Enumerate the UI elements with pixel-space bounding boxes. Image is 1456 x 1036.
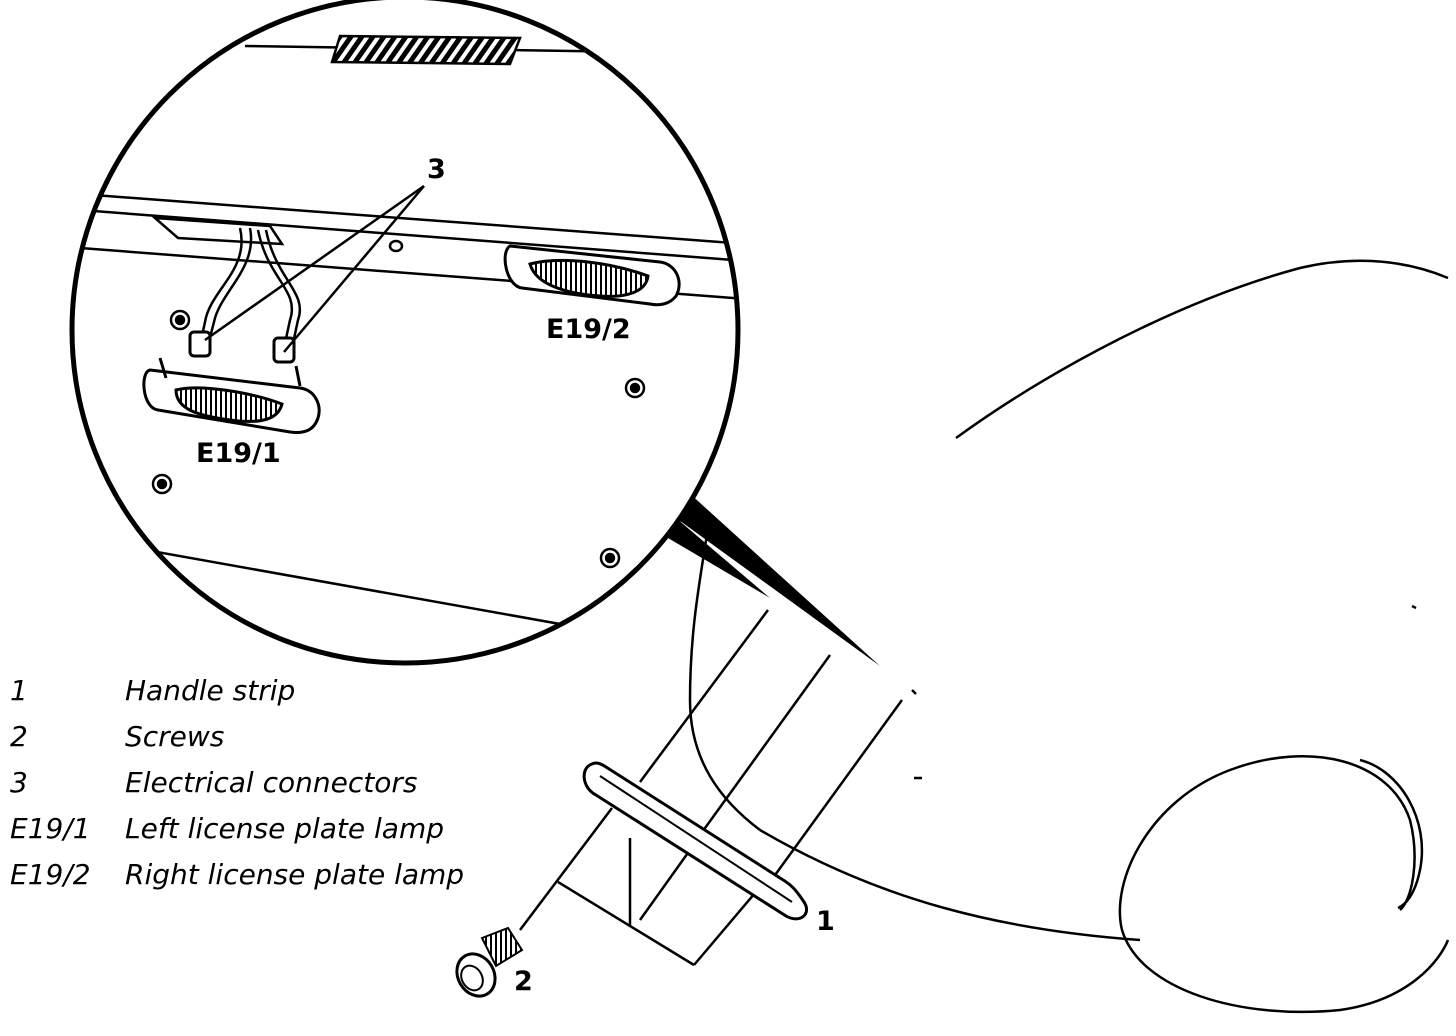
legend-desc: Right license plate lamp: [125, 858, 465, 891]
legend: 1 Handle strip 2 Screws 3 Electrical connec…: [10, 668, 464, 898]
legend-key: 3: [10, 766, 28, 799]
legend-row: 1 Handle strip: [10, 668, 464, 714]
screw: [455, 926, 524, 998]
legend-row: 2 Screws: [10, 714, 464, 760]
handle-strip-assembly: [519, 609, 904, 967]
handle-strip: [582, 761, 809, 921]
callout-lamp-left: E19/1: [196, 438, 281, 469]
legend-row: E19/2 Right license plate lamp: [10, 852, 464, 898]
legend-key: E19/1: [10, 812, 91, 845]
mounting-hole-markers: [151, 309, 646, 569]
callout-handle-strip: 1: [816, 906, 835, 937]
connector-leader-lines: [204, 184, 425, 353]
legend-row: E19/1 Left license plate lamp: [10, 806, 464, 852]
legend-key: 1: [10, 674, 28, 707]
callout-screw: 2: [514, 966, 533, 997]
legend-row: 3 Electrical connectors: [10, 760, 464, 806]
legend-desc: Electrical connectors: [125, 766, 418, 799]
detail-circle: [69, 0, 741, 666]
legend-desc: Left license plate lamp: [125, 812, 445, 845]
callout-connectors: 3: [427, 154, 446, 185]
legend-key: 2: [10, 720, 28, 753]
legend-key: E19/2: [10, 858, 91, 891]
legend-desc: Handle strip: [125, 674, 296, 707]
zoom-pointer: [668, 492, 880, 666]
car-body-outline: [688, 259, 1450, 1014]
legend-desc: Screws: [125, 720, 225, 753]
callout-lamp-right: E19/2: [546, 314, 631, 345]
